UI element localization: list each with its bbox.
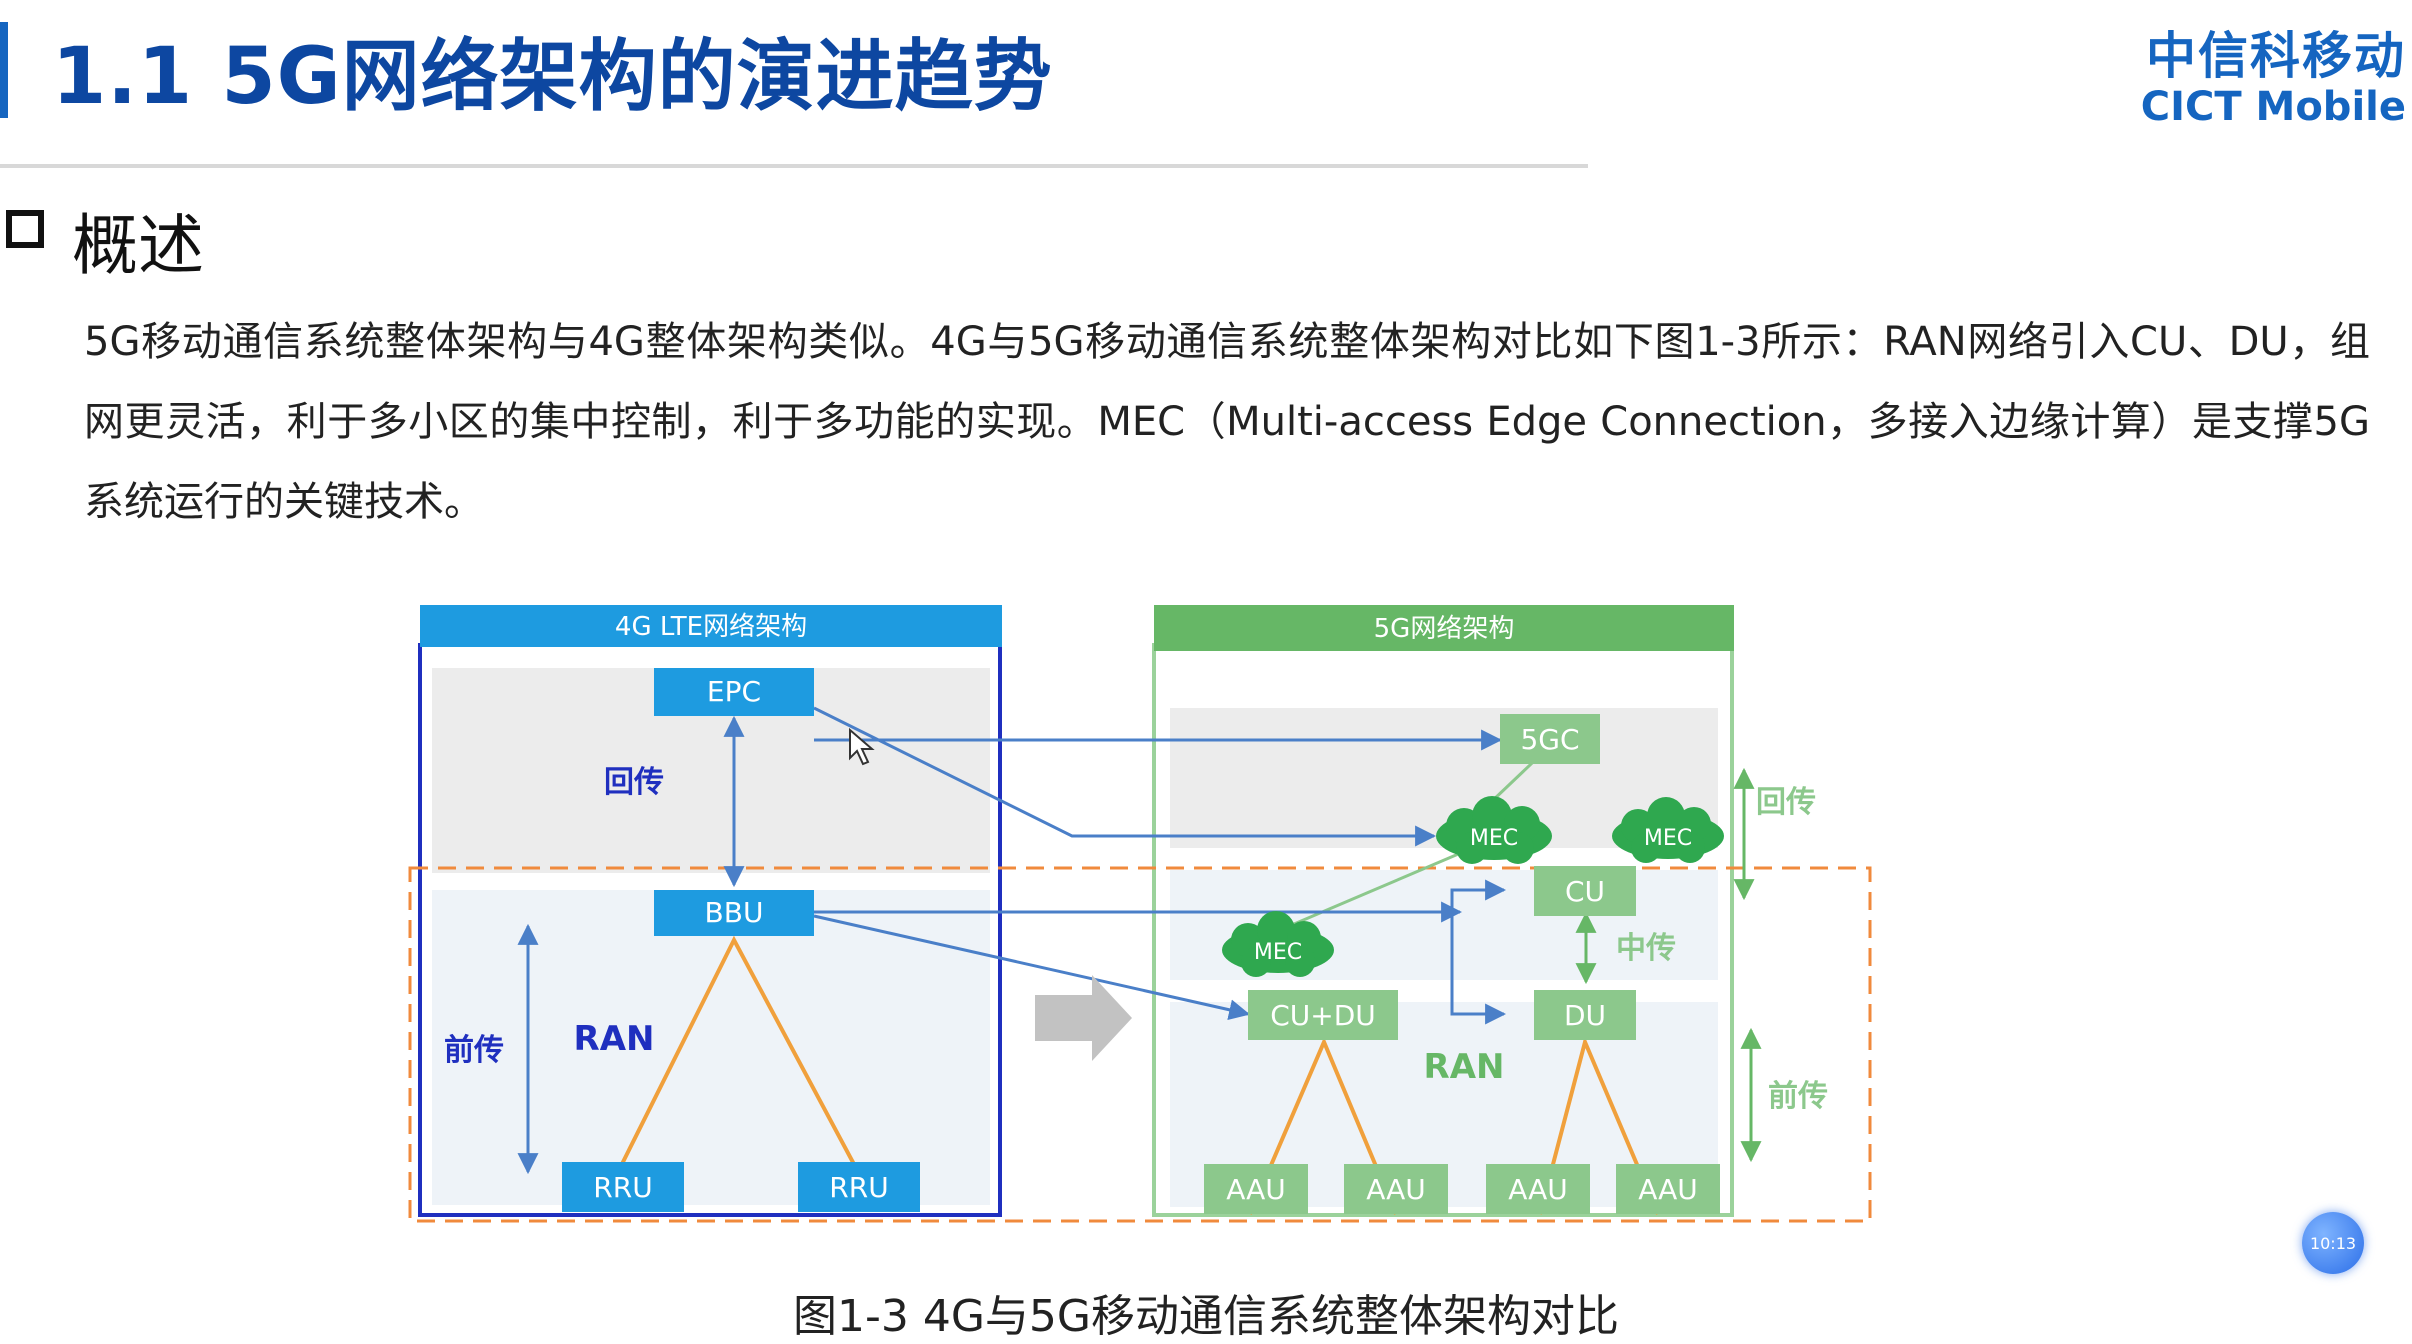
figure-caption: 图1-3 4G与5G移动通信系统整体架构对比 (792, 1291, 1620, 1342)
svg-text:RRU: RRU (829, 1171, 888, 1204)
epc-node: EPC (654, 668, 814, 716)
bbu-split-arrow (1450, 879, 1507, 912)
nr-ran-label: RAN (1424, 1047, 1505, 1087)
aau-node-4: AAU (1616, 1164, 1720, 1214)
svg-text:DU: DU (1564, 999, 1606, 1032)
mec-cloud-1: MEC (1436, 796, 1552, 864)
bbu-node: BBU (654, 890, 814, 936)
svg-text:AAU: AAU (1226, 1173, 1286, 1206)
epc-to-mec-arrow (813, 706, 1437, 847)
page-title: 1.1 5G网络架构的演进趋势 (52, 32, 1053, 122)
svg-text:BBU: BBU (705, 896, 764, 929)
bbu-to-cudu-arrow (813, 914, 1251, 1021)
svg-text:MEC: MEC (1644, 826, 1692, 851)
du-aau-tree (1538, 1035, 1660, 1215)
mec-cloud-3: MEC (1222, 911, 1334, 977)
section-bullet-icon (6, 210, 44, 248)
svg-text:CU: CU (1565, 875, 1605, 908)
aau-node-1: AAU (1204, 1164, 1308, 1214)
title-divider (0, 164, 1588, 168)
mouse-cursor-icon (849, 727, 875, 766)
evolution-arrow-icon (1035, 975, 1132, 1061)
svg-text:MEC: MEC (1470, 826, 1518, 851)
nr-title: 5G网络架构 (1374, 614, 1515, 644)
nr-fronthaul-label: 前传 (1768, 1079, 1828, 1114)
ran-region (408, 866, 1872, 1223)
logo-en-text: CICT Mobile (2140, 84, 2406, 130)
svg-text:AAU: AAU (1366, 1173, 1426, 1206)
5gc-node: 5GC (1500, 714, 1600, 764)
svg-text:RRU: RRU (593, 1171, 652, 1204)
lte-ran-label: RAN (574, 1019, 655, 1059)
rru-node-2: RRU (798, 1162, 920, 1212)
nr-panel: 5G网络架构 (1152, 605, 1734, 1217)
nr-midhaul-label: 中传 (1616, 931, 1676, 966)
mec-cloud-2: MEC (1612, 797, 1724, 863)
svg-text:AAU: AAU (1508, 1173, 1568, 1206)
logo-cn-text: 中信科移动 (2146, 27, 2406, 85)
nr-backhaul-label: 回传 (1756, 785, 1816, 820)
lte-backhaul-label: 回传 (604, 765, 664, 800)
du-node: DU (1534, 990, 1636, 1040)
lte-title: 4G LTE网络架构 (615, 612, 807, 642)
company-logo: 中信科移动 CICT Mobile (2141, 16, 2406, 130)
lte-fronthaul-label: 前传 (444, 1033, 504, 1068)
cudu-aau-tree (1248, 1036, 1398, 1215)
svg-text:MEC: MEC (1254, 940, 1302, 965)
section-title: 概述 (72, 207, 204, 284)
aau-node-2: AAU (1344, 1164, 1448, 1214)
rru-node-1: RRU (562, 1162, 684, 1212)
aau-node-3: AAU (1486, 1164, 1590, 1214)
timer-badge[interactable]: 10:13 (2302, 1212, 2364, 1274)
cudu-node: CU+DU (1248, 990, 1398, 1040)
title-accent-bar (0, 22, 8, 118)
bbu-to-du-arrow (1450, 912, 1507, 1025)
cu-node: CU (1534, 866, 1636, 916)
svg-text:AAU: AAU (1638, 1173, 1698, 1206)
svg-text:5GC: 5GC (1520, 723, 1579, 756)
svg-text:EPC: EPC (707, 675, 761, 708)
bbu-rru-tree (618, 935, 858, 1169)
overview-paragraph: 5G移动通信系统整体架构与4G整体架构类似。4G与5G移动通信系统整体架构对比如… (84, 319, 2370, 525)
svg-text:CU+DU: CU+DU (1270, 999, 1376, 1032)
architecture-figure: 4G LTE网络架构 5G网络架构 EPC BBU RRU (380, 590, 1880, 1274)
